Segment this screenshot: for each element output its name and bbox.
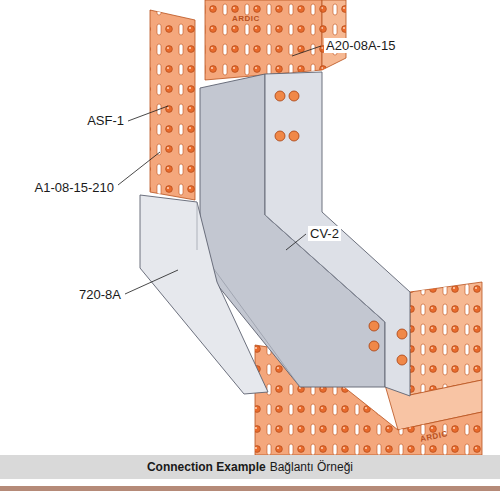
rule-line — [0, 486, 500, 491]
caption: Connection Example — [147, 460, 266, 474]
part-number: CV-2 — [308, 226, 341, 241]
part-number: ASF-1 — [85, 113, 126, 128]
caption-bar — [0, 455, 500, 479]
part-number: A1-08-15-210 — [33, 180, 117, 195]
part-number: 720-8A — [77, 287, 123, 302]
leader-lines — [118, 46, 321, 294]
caption-subtitle: Bağlantı Örneği — [270, 460, 353, 474]
outer-cover-720-8a — [140, 195, 268, 394]
caption-bar-text: Connection Example Bağlantı Örneği — [0, 455, 500, 479]
part-number: A20-08A-15 — [324, 38, 397, 53]
brand-mark: ARDIC — [232, 14, 260, 23]
